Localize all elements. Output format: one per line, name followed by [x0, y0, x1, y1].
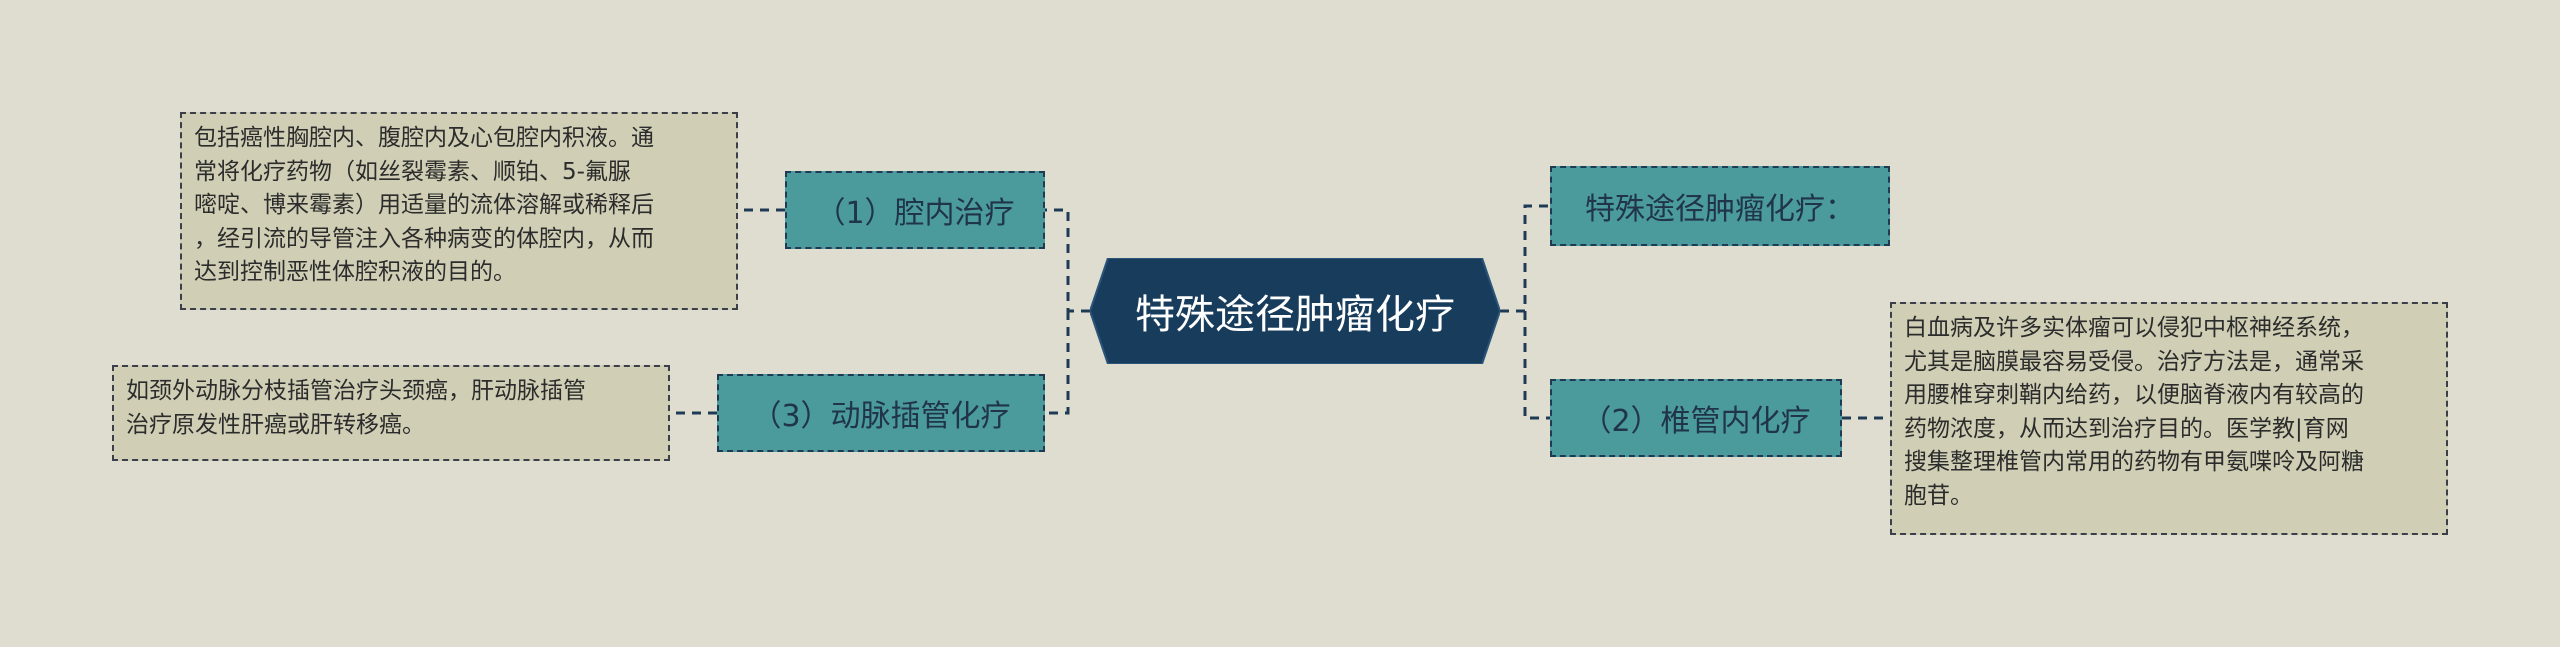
detail-line: 治疗原发性肝癌或肝转移癌。 — [126, 411, 425, 438]
detail-line: 如颈外动脉分枝插管治疗头颈癌，肝动脉插管 — [126, 378, 586, 404]
detail-line: 胞苷。 — [1904, 482, 1973, 509]
topic-intracavity-label: （1）腔内治疗 — [815, 196, 1015, 231]
central-topic-shape — [1090, 258, 1500, 364]
detail-line: 常将化疗药物（如丝裂霉素、顺铂、5-氟脲 — [194, 158, 631, 185]
topic-intrathecal-chemo[interactable]: （2）椎管内化疗 — [1550, 379, 1842, 457]
topic-intracavity-therapy[interactable]: （1）腔内治疗 — [785, 171, 1045, 249]
connector-central-to-route — [1500, 204, 1550, 313]
detail-line: 用腰椎穿刺鞘内给药，以便脑脊液内有较高的 — [1904, 382, 2364, 408]
central-topic[interactable]: 特殊途径肿瘤化疗 — [1090, 258, 1500, 364]
connector-central-to-arterial — [1045, 311, 1070, 415]
detail-line: 包括癌性胸腔内、腹腔内及心包腔内积液。通 — [194, 125, 654, 151]
detail-line: 嘧啶、博来霉素）用适量的流体溶解或稀释后 — [194, 192, 654, 218]
detail-line: 搜集整理椎管内常用的药物有甲氨喋呤及阿糖 — [1904, 449, 2364, 475]
topic-arterial-label: （3）动脉插管化疗 — [751, 399, 1011, 434]
topic-route-label: 特殊途径肿瘤化疗： — [1585, 192, 1855, 227]
detail-intracavity-therapy[interactable]: 包括癌性胸腔内、腹腔内及心包腔内积液。通 常将化疗药物（如丝裂霉素、顺铂、5-氟… — [180, 112, 738, 310]
detail-line: 尤其是脑膜最容易受侵。治疗方法是，通常采 — [1904, 348, 2364, 375]
connector-central-to-intrathecal — [1523, 311, 1550, 420]
detail-line: 药物浓度，从而达到治疗目的。医学教|育网 — [1904, 415, 2349, 442]
detail-arterial-catheter-chemo[interactable]: 如颈外动脉分枝插管治疗头颈癌，肝动脉插管 治疗原发性肝癌或肝转移癌。 — [112, 365, 670, 461]
topic-arterial-catheter-chemo[interactable]: （3）动脉插管化疗 — [717, 374, 1045, 452]
detail-line: 达到控制恶性体腔积液的目的。 — [194, 259, 516, 285]
topic-special-route-chemo[interactable]: 特殊途径肿瘤化疗： — [1550, 166, 1890, 246]
detail-line: ，经引流的导管注入各种病变的体腔内，从而 — [194, 225, 654, 252]
central-topic-label: 特殊途径肿瘤化疗 — [1135, 292, 1455, 338]
connector-central-to-intracavity — [1045, 208, 1090, 313]
detail-line: 白血病及许多实体瘤可以侵犯中枢神经系统， — [1904, 315, 2364, 341]
topic-intrathecal-label: （2）椎管内化疗 — [1581, 404, 1811, 439]
detail-intrathecal-chemo[interactable]: 白血病及许多实体瘤可以侵犯中枢神经系统， 尤其是脑膜最容易受侵。治疗方法是，通常… — [1890, 302, 2448, 535]
